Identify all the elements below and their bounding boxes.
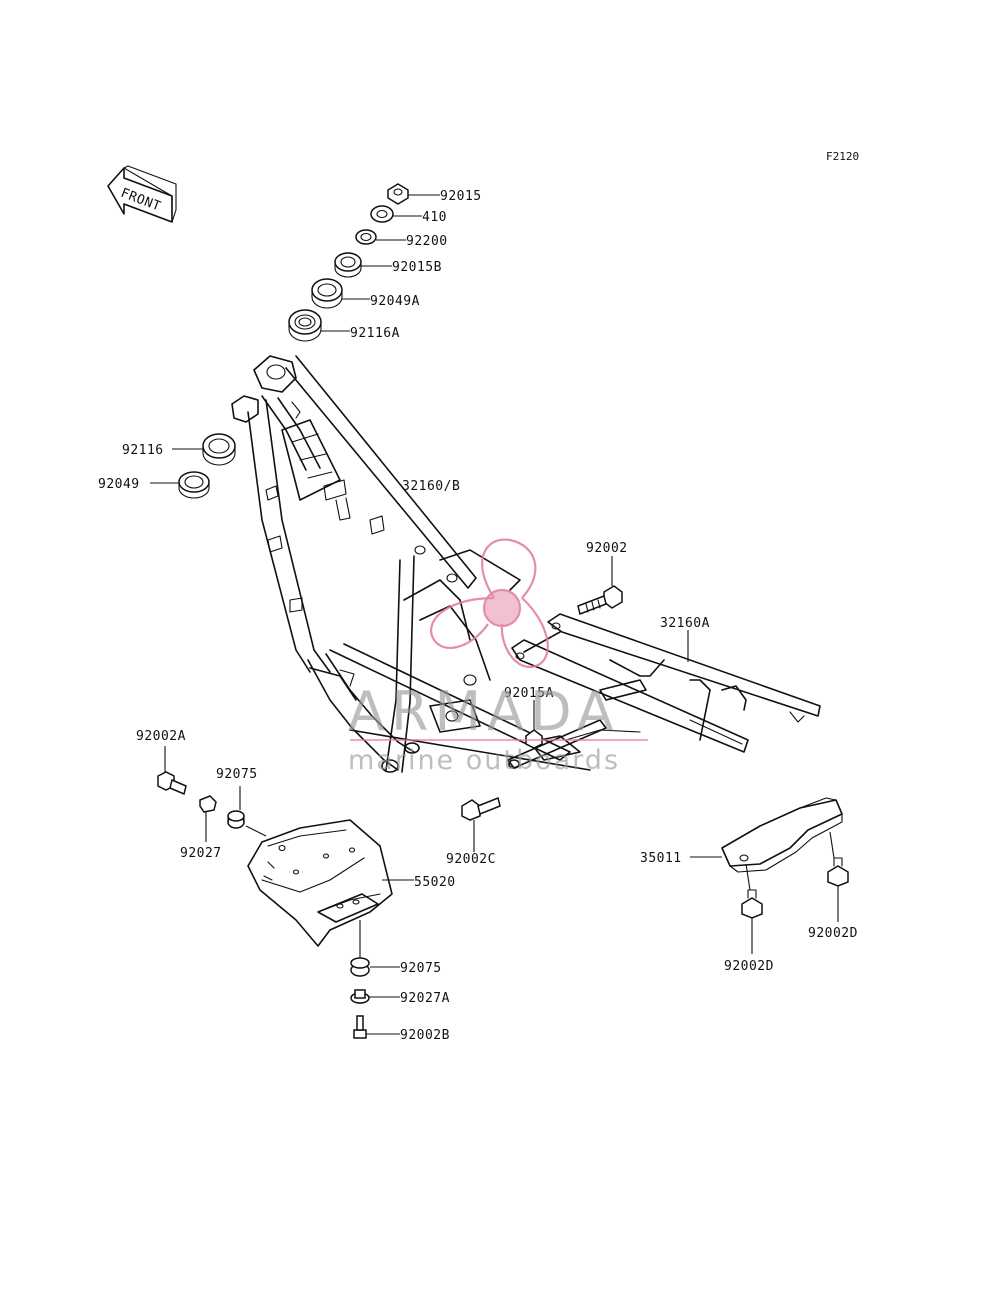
bearing-92116A-icon [288,309,322,342]
label-92027: 92027 [180,846,222,861]
nut-92015B-icon [334,252,362,278]
lockwasher-92200-icon [355,229,377,245]
grommet-92075-bottom-icon [350,957,370,977]
label-92075-bottom: 92075 [400,961,442,976]
collar-92027A-icon [350,989,370,1004]
label-92015B: 92015B [392,260,442,275]
bolt-92002D-right-icon [827,857,849,887]
label-92002: 92002 [586,541,628,556]
label-55020: 55020 [414,875,456,890]
rear-frame-icon [439,549,821,769]
collar-92027-icon [199,795,217,813]
label-92075-top: 92075 [216,767,258,782]
bracket-35011-icon [721,797,843,873]
front-arrow-icon: FRONT [107,165,177,223]
bearing-92116-icon [202,433,236,466]
watermark-tagline: marine outboards [348,745,620,776]
label-92002D-right: 92002D [808,926,858,941]
bolt-92002A-icon [157,771,187,796]
bolt-92002C-icon [461,796,501,821]
label-35011: 35011 [640,851,682,866]
label-92049A: 92049A [370,294,420,309]
label-92015: 92015 [440,189,482,204]
label-92015A: 92015A [504,686,554,701]
bolt-92002-icon [577,585,623,616]
bolt-92002B-icon [353,1015,367,1039]
label-32160A: 32160A [660,616,710,631]
label-92002C: 92002C [446,852,496,867]
label-92002B: 92002B [400,1028,450,1043]
label-410: 410 [422,210,447,225]
label-92002A: 92002A [136,729,186,744]
label-92116: 92116 [122,443,164,458]
seal-92049-icon [178,471,210,499]
nut-92015-icon [387,183,409,205]
label-32160-B: 32160/B [402,479,460,494]
watermark-brand: ARMADA [348,680,620,743]
washer-410-icon [370,205,394,223]
label-92027A: 92027A [400,991,450,1006]
figure-code: F2120 [826,150,859,163]
seal-92049A-icon [311,278,343,309]
label-92200: 92200 [406,234,448,249]
grommet-92075-top-icon [227,810,245,829]
main-frame-icon [231,355,591,773]
label-92049: 92049 [98,477,140,492]
label-92002D-left: 92002D [724,959,774,974]
watermark: ARMADA marine outboards [348,538,648,776]
bolt-92002D-left-icon [741,889,763,919]
skid-plate-55020-icon [245,819,393,947]
propeller-logo-icon [430,538,549,669]
label-92116A: 92116A [350,326,400,341]
